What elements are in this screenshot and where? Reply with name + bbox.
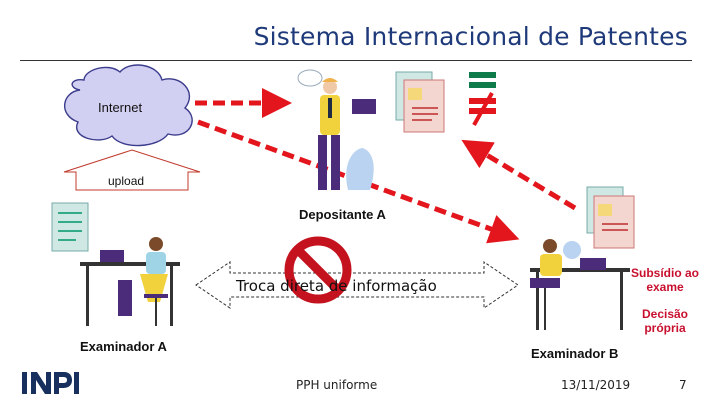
page-number: 7 (679, 378, 687, 392)
document-stack-icon (395, 71, 445, 133)
examinador-a-figure-icon (80, 237, 180, 326)
depositante-label: Depositante A (299, 207, 386, 222)
examinador-b-label: Examinador B (531, 346, 619, 361)
not-equal-icon (469, 72, 496, 126)
troca-label: Troca direta de informação (236, 277, 437, 295)
prohibition-sign-icon (284, 236, 352, 304)
examinador-b-figure-icon (530, 239, 630, 330)
title-divider (20, 60, 692, 61)
page-title: Sistema Internacional de Patentes (253, 22, 688, 51)
inpi-logo-icon (22, 372, 79, 394)
internet-label: Internet (98, 100, 143, 115)
document-a-icon (51, 202, 89, 252)
depositante-figure-icon (297, 69, 376, 190)
decisao-note: Decisão própria (641, 307, 689, 335)
examinador-a-label: Examinador A (80, 339, 167, 354)
document-stack-b-icon (586, 186, 635, 249)
footer-center-text: PPH uniforme (296, 378, 378, 392)
upload-label: upload (108, 174, 145, 188)
footer-date: 13/11/2019 (561, 378, 631, 392)
subsidio-note: Subsídio ao exame (630, 266, 699, 294)
troca-double-arrow-icon (195, 261, 519, 309)
internet-cloud-icon (64, 64, 193, 147)
upload-arrow-icon (63, 149, 201, 191)
arrow-examinador-b-to-documents (461, 139, 577, 211)
